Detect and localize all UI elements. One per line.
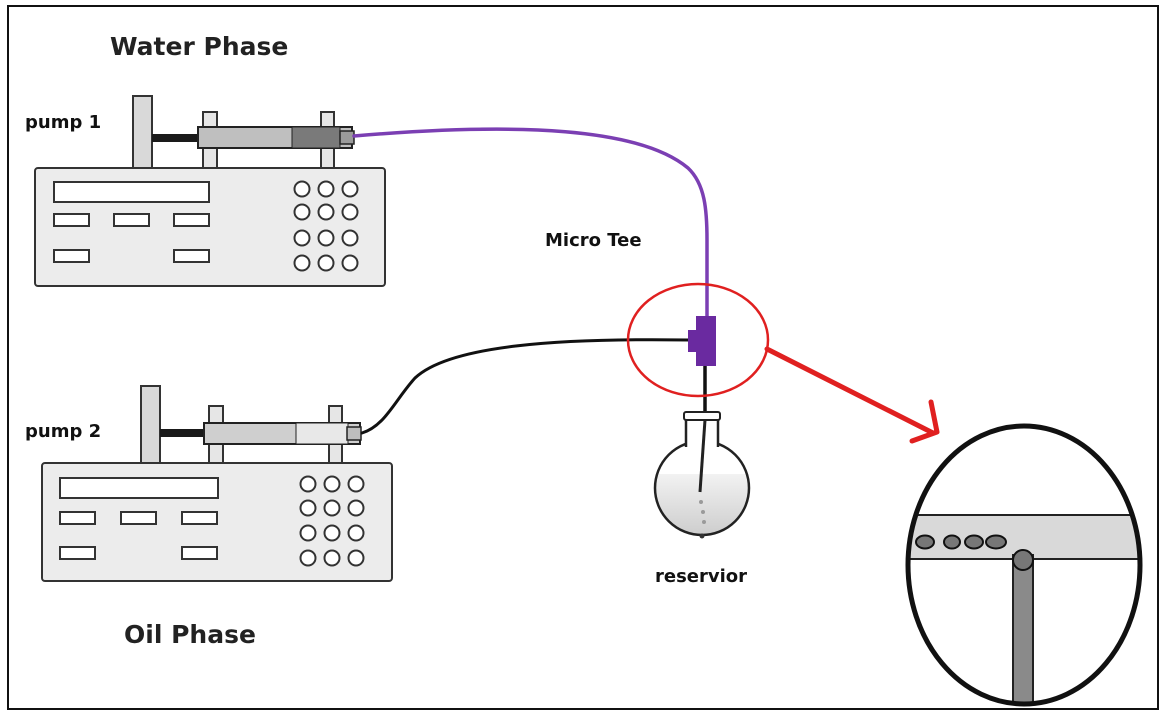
pump-1-label: pump 1 [25,112,102,133]
droplets [915,534,1007,550]
pump-2-button [59,546,96,560]
reservoir-label: reservior [655,566,748,587]
pump-2-display [59,477,219,499]
pump-1-button [53,249,90,263]
micro-tee-fitting [688,316,716,366]
pump-2-plunger-plate [140,385,161,465]
pump-2-plunger-rod [160,429,212,437]
pump-1-plunger-plate [132,95,153,169]
micro-tee-label: Micro Tee [545,230,642,251]
pump-1-syringe-fluid [291,126,341,149]
pump-1-button [53,213,90,227]
water-phase-tubing [352,127,709,320]
pump-2-button [120,511,157,525]
zoom-arrow [764,346,940,444]
pump-1-display [53,181,210,203]
magnified-view [905,423,1143,707]
side-channel [1012,554,1034,704]
pump-2-keypad [299,475,365,567]
pump-1-button [173,249,210,263]
pump-1-button [113,213,150,227]
pump-2 [41,385,393,582]
magnified-view-outline [905,423,1143,707]
pump-2-label: pump 2 [25,421,102,442]
pump-1-syringe-tip [339,130,355,145]
pump-2-button [59,511,96,525]
pump-2-syringe-fluid [295,422,349,445]
water-phase-label: Water Phase [110,32,289,61]
oil-phase-label: Oil Phase [124,620,256,649]
pump-1 [34,95,386,287]
pump-1-keypad [293,180,359,272]
pump-1-button [173,213,210,227]
oil-phase-tubing [360,338,692,435]
pump-2-syringe-tip [346,426,362,441]
pump-2-button [181,511,218,525]
pump-1-plunger-rod [152,134,207,142]
micro-tee-highlight-ellipse [626,282,770,398]
pump-2-button [181,546,218,560]
